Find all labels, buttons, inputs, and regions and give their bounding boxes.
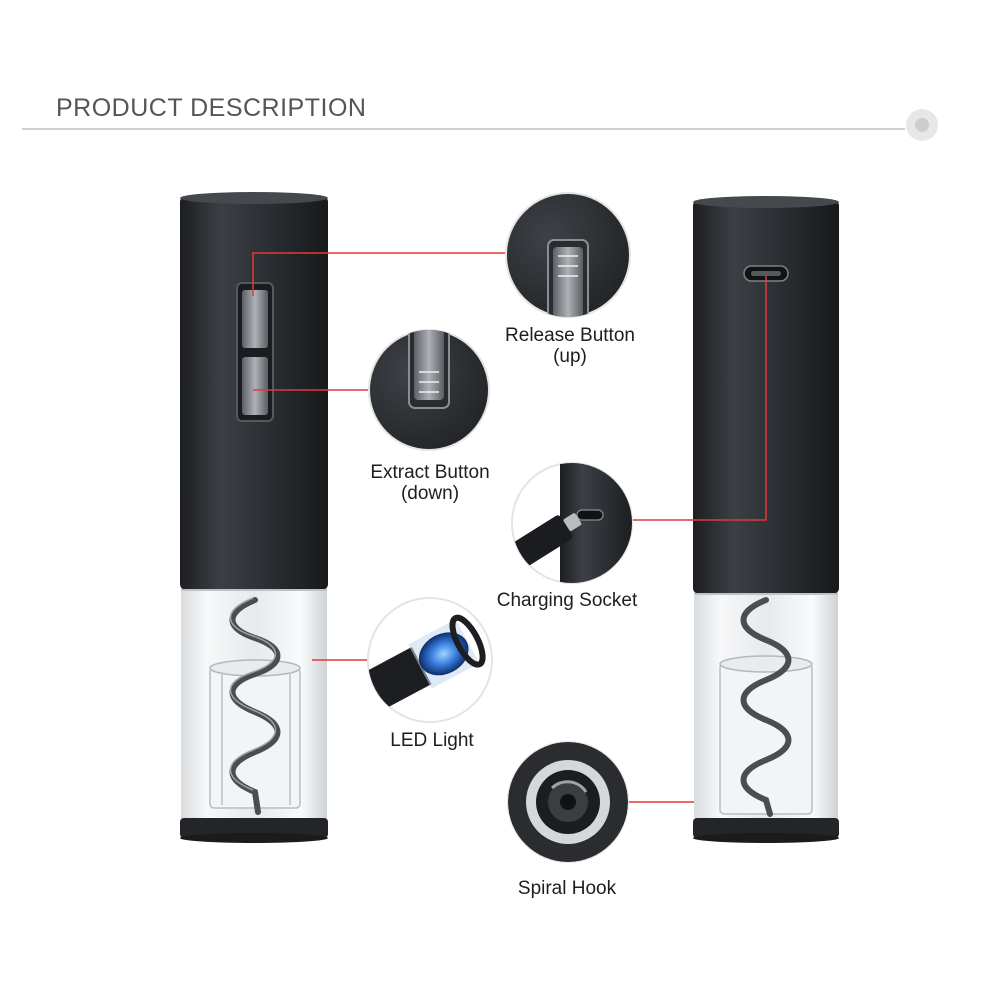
extract-button-label: Extract Button (down) [370,462,490,504]
charging-socket-label: Charging Socket [496,590,638,611]
release-button-zoom [505,192,631,318]
release-button-label: Release Button (up) [505,325,635,367]
page-title: PRODUCT DESCRIPTION [56,94,367,122]
led-light-label: LED Light [390,730,474,751]
leader-lines [252,252,767,803]
extract-button-zoom [368,329,490,451]
spiral-hook-label: Spiral Hook [517,878,617,899]
header-rule [22,109,938,141]
left-corkscrew [180,192,328,843]
spiral-hook-zoom [507,741,629,863]
led-light-zoom [367,597,493,723]
